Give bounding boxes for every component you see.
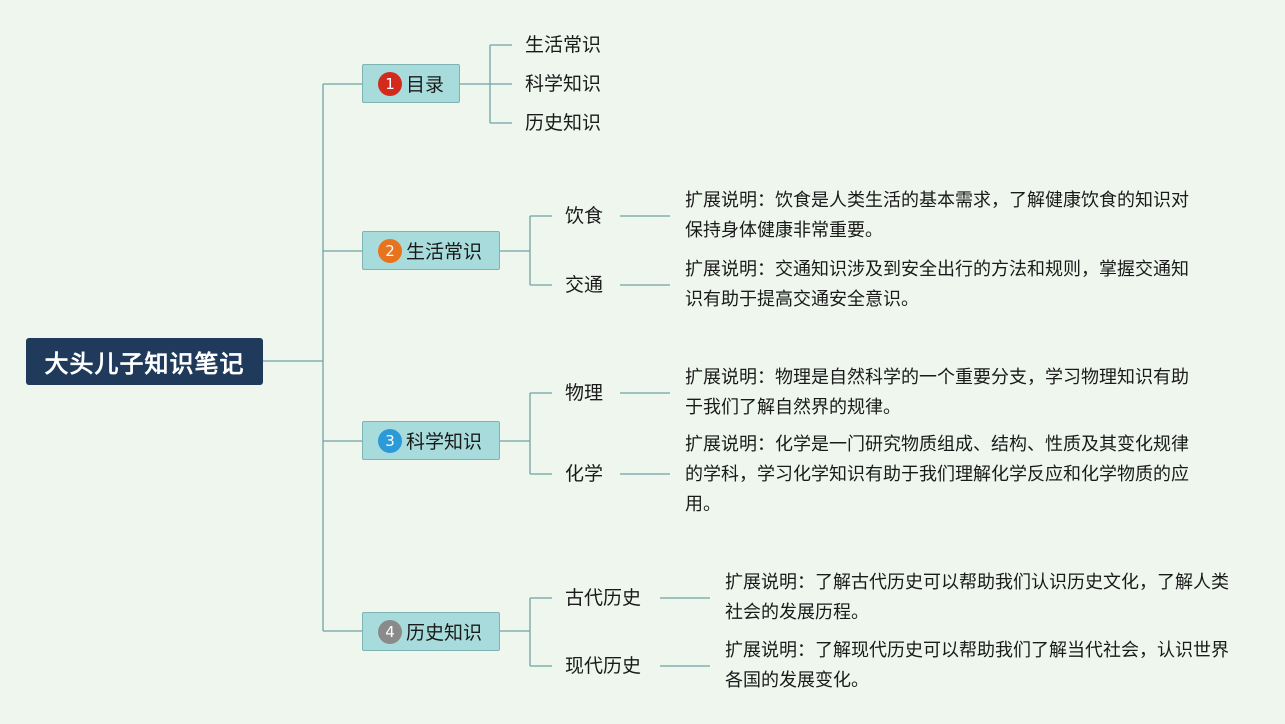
badge-2: 2 — [378, 238, 402, 263]
toc-item-life[interactable]: 生活常识 — [525, 34, 602, 56]
branch-history[interactable]: 4 历史知识 — [362, 612, 500, 651]
badge-4: 4 — [378, 619, 402, 644]
desc-chemistry: 扩展说明：化学是一门研究物质组成、结构、性质及其变化规律的学科，学习化学知识有助… — [685, 434, 1189, 515]
badge-3: 3 — [378, 428, 402, 453]
root-label: 大头儿子知识笔记 — [44, 350, 245, 378]
root-node[interactable]: 大头儿子知识笔记 — [26, 338, 263, 385]
leaf-ancient-history[interactable]: 古代历史 — [565, 587, 642, 609]
desc-ancient-history: 扩展说明：了解古代历史可以帮助我们认识历史文化，了解人类社会的发展历程。 — [725, 572, 1229, 623]
leaf-physics[interactable]: 物理 — [565, 382, 604, 404]
toc-item-history[interactable]: 历史知识 — [525, 112, 602, 134]
branch-label: 生活常识 — [406, 241, 483, 263]
badge-1: 1 — [378, 71, 402, 96]
leaf-traffic[interactable]: 交通 — [565, 274, 604, 296]
branch-label: 目录 — [406, 74, 445, 96]
branch-label: 科学知识 — [406, 431, 483, 453]
leaf-chemistry[interactable]: 化学 — [565, 463, 604, 485]
leaf-diet[interactable]: 饮食 — [565, 205, 604, 227]
branch-science[interactable]: 3 科学知识 — [362, 421, 500, 460]
toc-item-science[interactable]: 科学知识 — [525, 73, 602, 95]
desc-physics: 扩展说明：物理是自然科学的一个重要分支，学习物理知识有助于我们了解自然界的规律。 — [685, 367, 1189, 418]
desc-modern-history: 扩展说明：了解现代历史可以帮助我们了解当代社会，认识世界各国的发展变化。 — [725, 640, 1229, 691]
desc-traffic: 扩展说明：交通知识涉及到安全出行的方法和规则，掌握交通知识有助于提高交通安全意识… — [685, 259, 1189, 310]
branch-toc[interactable]: 1 目录 — [362, 64, 460, 103]
desc-diet: 扩展说明：饮食是人类生活的基本需求，了解健康饮食的知识对保持身体健康非常重要。 — [685, 190, 1189, 241]
branch-life[interactable]: 2 生活常识 — [362, 231, 500, 270]
branch-label: 历史知识 — [406, 622, 483, 644]
leaf-modern-history[interactable]: 现代历史 — [565, 655, 642, 677]
